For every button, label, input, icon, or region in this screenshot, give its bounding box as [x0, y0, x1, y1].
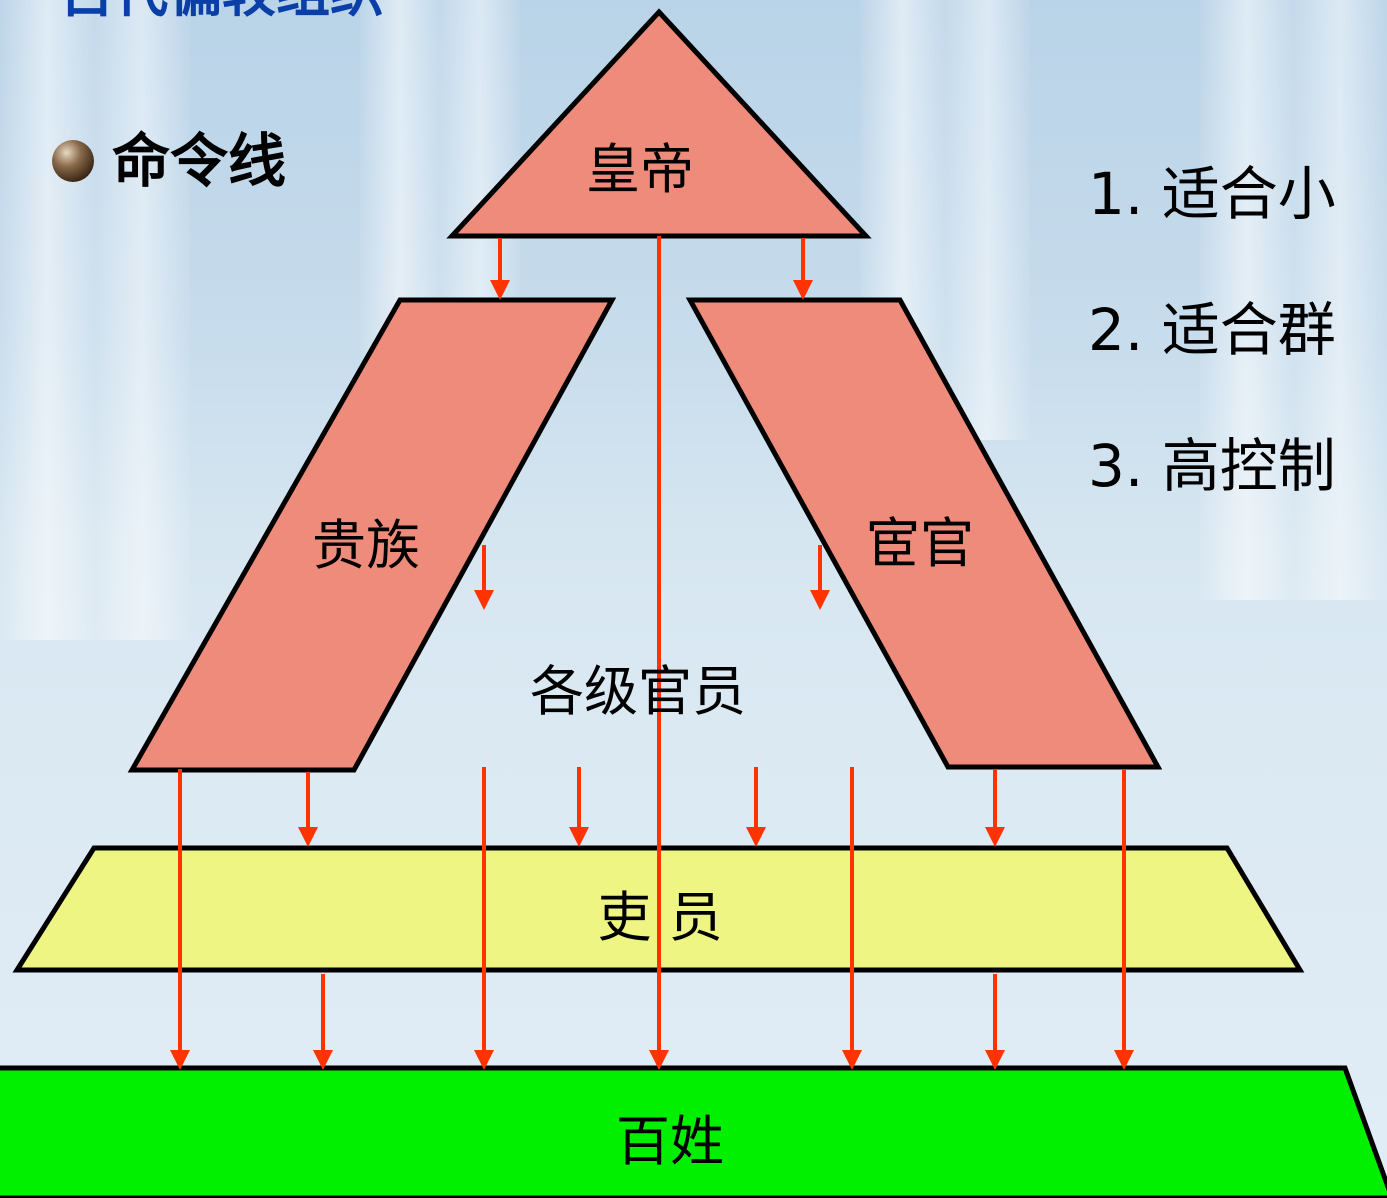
curtain-left — [0, 0, 190, 640]
commoners-label: 百姓 — [616, 1110, 724, 1173]
officials-label: 各级官员 — [530, 660, 746, 723]
list-item: 3. 高控制 — [1088, 432, 1336, 500]
list-item: 1. 适合小 — [1088, 160, 1336, 228]
eunuchs-label: 宦官 — [866, 512, 974, 575]
eunuchs-shape — [685, 297, 1163, 770]
clerks-label: 吏 员 — [597, 886, 722, 949]
commoners-shape — [0, 1065, 1387, 1198]
nobles-label: 贵族 — [312, 514, 420, 577]
command-arrows — [170, 236, 1134, 1070]
nobles-shape — [127, 297, 617, 773]
curtain-right — [1200, 0, 1387, 600]
bullet-item: 命令线 — [52, 132, 286, 190]
feature-list: 1. 适合小 2. 适合群 3. 高控制 — [1088, 158, 1336, 566]
emperor-shape — [446, 8, 872, 239]
bullet-icon — [52, 140, 94, 182]
bullet-text: 命令线 — [112, 127, 287, 195]
page-title: 古代偏较组织 — [60, 0, 384, 20]
emperor-label: 皇帝 — [586, 138, 694, 201]
list-item: 2. 适合群 — [1088, 296, 1336, 364]
